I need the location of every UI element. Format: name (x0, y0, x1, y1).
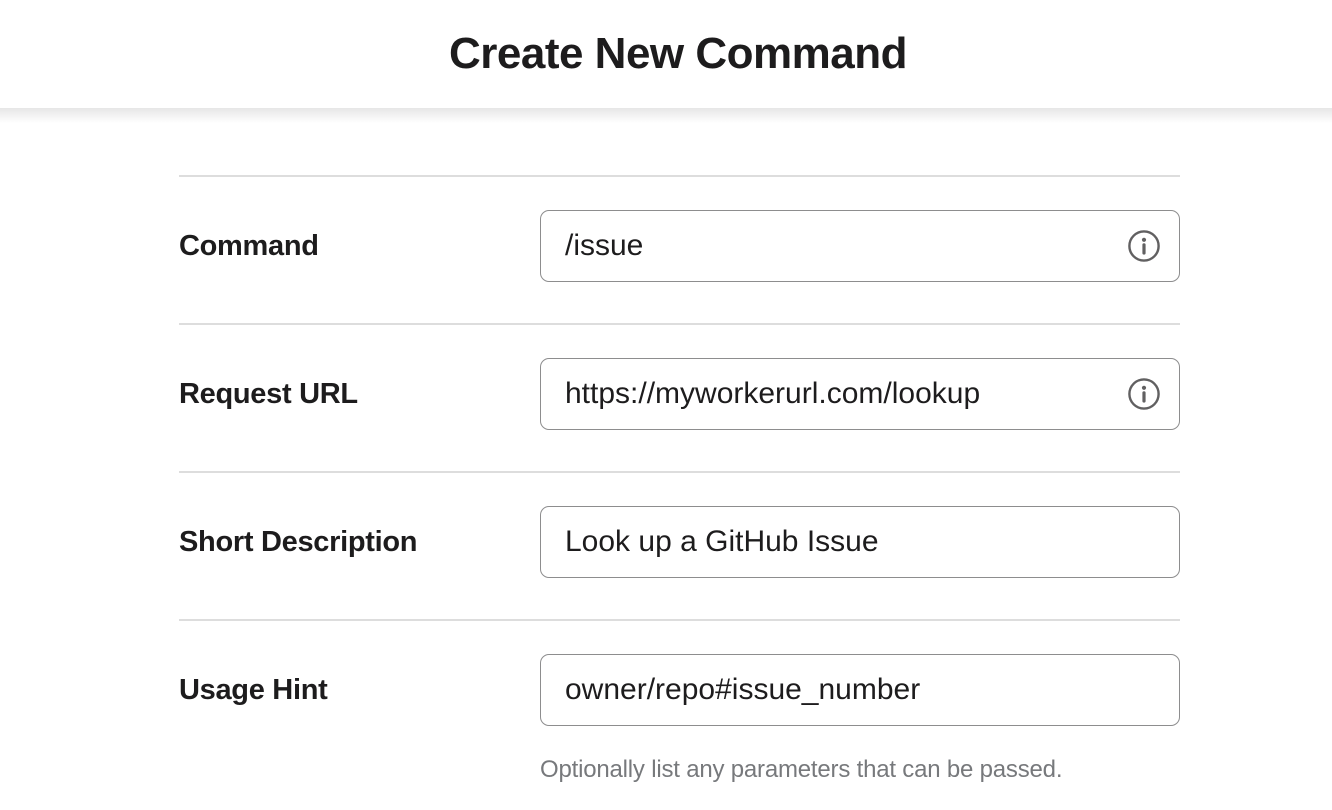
usage-hint-input[interactable] (540, 654, 1180, 726)
form-row-request-url: Request URL (179, 323, 1180, 471)
command-input[interactable] (540, 210, 1180, 282)
request-url-input[interactable] (540, 358, 1180, 430)
request-url-label: Request URL (179, 377, 358, 410)
command-form: Command Request URL Short Description (179, 175, 1180, 810)
page-header: Create New Command (0, 0, 1332, 123)
usage-hint-input-wrap (540, 654, 1180, 726)
short-description-input[interactable] (540, 506, 1180, 578)
command-input-wrap (540, 210, 1180, 282)
page-title: Create New Command (448, 29, 908, 78)
form-row-usage-hint: Usage Hint Optionally list any parameter… (179, 619, 1180, 810)
info-icon[interactable] (1128, 230, 1160, 262)
command-label: Command (179, 229, 319, 262)
form-row-command: Command (179, 175, 1180, 323)
info-icon[interactable] (1128, 378, 1160, 410)
short-description-input-wrap (540, 506, 1180, 578)
request-url-input-wrap (540, 358, 1180, 430)
usage-hint-label: Usage Hint (179, 673, 328, 706)
usage-hint-helper-text: Optionally list any parameters that can … (540, 756, 1063, 783)
form-row-short-description: Short Description (179, 471, 1180, 619)
short-description-label: Short Description (179, 525, 418, 558)
